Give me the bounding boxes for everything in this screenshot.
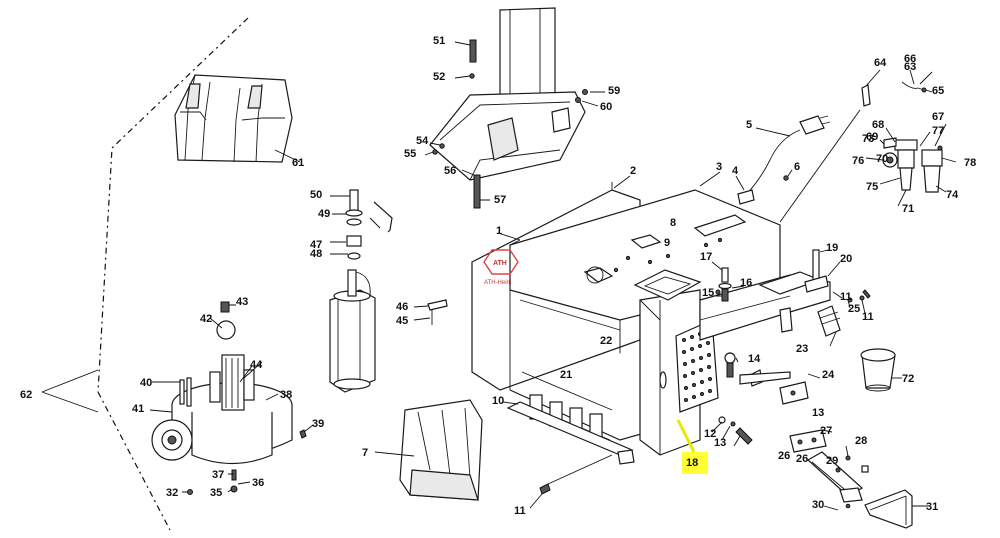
callout-label: 65: [932, 85, 944, 97]
callout-label: 48: [310, 248, 322, 260]
callout-label: 32: [166, 487, 178, 499]
side-panel-assembly: [617, 269, 719, 465]
callout-label: 75: [866, 181, 878, 193]
callout-label: 57: [494, 194, 506, 206]
callout-label: 26: [796, 453, 808, 465]
callout-label: 12: [704, 428, 716, 440]
right-frame-assembly: [699, 249, 871, 447]
callout-label: 22: [600, 335, 612, 347]
callout-label: 40: [140, 377, 152, 389]
callout-label: 64: [874, 57, 887, 69]
callout-label: 72: [902, 373, 914, 385]
callout-label: 50: [310, 189, 322, 201]
callout-label: 24: [822, 369, 835, 381]
filter-regulator-assembly: [779, 69, 957, 223]
bead-breaker-cylinder-assembly: [329, 189, 448, 393]
callout-label: 11: [840, 291, 852, 303]
callout-label: 9: [664, 237, 670, 249]
callout-label: 13: [812, 407, 824, 419]
callout-label: 13: [714, 437, 726, 449]
callout-label: 49: [318, 208, 330, 220]
callout-label: 14: [748, 353, 761, 365]
callout-label: 38: [280, 389, 292, 401]
callout-label: 7: [362, 447, 368, 459]
callout-label: 78: [964, 157, 976, 169]
callout-label: 44: [250, 359, 263, 371]
callout-label: 5: [746, 119, 752, 131]
power-cable-assembly: [735, 115, 831, 205]
callout-label: 54: [416, 135, 429, 147]
callout-label: 4: [732, 165, 739, 177]
callout-label: 47: [310, 239, 322, 251]
assembly-boundary-lines: [41, 17, 249, 531]
callout-label: 55: [404, 148, 416, 160]
callout-label: 3: [716, 161, 722, 173]
callout-label: 19: [826, 242, 838, 254]
callout-label: 69: [866, 131, 878, 143]
callout-label: 67: [932, 111, 944, 123]
callout-label: 68: [872, 119, 884, 131]
callout-label: 26: [778, 450, 790, 462]
callout-label: 8: [670, 217, 676, 229]
callout-label: 51: [433, 35, 445, 47]
gearbox-assembly: [149, 301, 314, 495]
callout-label: 74: [946, 189, 959, 201]
callout-label: 27: [820, 425, 832, 437]
callout-label: 43: [236, 296, 248, 308]
jaw-cover-part: [374, 399, 483, 501]
callout-label: 42: [200, 313, 212, 325]
callout-label: 62: [20, 389, 32, 401]
callout-label: 71: [902, 203, 914, 215]
callout-label: 30: [812, 499, 824, 511]
callout-label: 39: [312, 418, 324, 430]
callout-label: 35: [210, 487, 222, 499]
callout-label: 70: [876, 153, 888, 165]
callout-label: 46: [396, 301, 408, 313]
callout-label: 15: [702, 287, 714, 299]
watermark-badge-text: ATH: [493, 260, 507, 267]
callout-label: 16: [740, 277, 752, 289]
callout-label: 25: [848, 303, 860, 315]
callout-label: 77: [932, 125, 944, 137]
callout-label: 29: [826, 455, 838, 467]
pedal-cover-part: [174, 74, 301, 163]
callout-label: 73: [862, 133, 874, 145]
lubricant-bucket-part: [860, 348, 902, 392]
callout-label: 21: [560, 369, 572, 381]
callout-label: 60: [600, 101, 612, 113]
bolt-part-11: [529, 454, 613, 509]
vent-grille: [682, 329, 712, 402]
watermark-text: ATH-Heinl: [484, 280, 511, 286]
callout-label: 17: [700, 251, 712, 263]
callout-label: 56: [444, 165, 456, 177]
callout-label: 76: [852, 155, 864, 167]
callout-label: 59: [608, 85, 620, 97]
callout-label: 18: [686, 457, 698, 469]
callout-label: 41: [132, 403, 144, 415]
callout-label: 66: [904, 53, 916, 65]
column-mount-assembly: [424, 7, 605, 209]
callout-label: 20: [840, 253, 852, 265]
callout-label: 37: [212, 469, 224, 481]
callout-label: 63: [904, 61, 916, 73]
callout-label: 11: [514, 505, 526, 517]
watermark-logo: ATH ATH-Heinl: [483, 249, 519, 286]
callout-label: 36: [252, 477, 264, 489]
callout-label: 45: [396, 315, 408, 327]
callout-label: 1: [496, 225, 502, 237]
callout-label: 52: [433, 71, 445, 83]
callout-label: 6: [794, 161, 800, 173]
callout-label: 23: [796, 343, 808, 355]
callout-label: 10: [492, 395, 504, 407]
callout-label: 11: [862, 311, 874, 323]
callout-label: 61: [292, 157, 304, 169]
callout-label: 31: [926, 501, 938, 513]
lower-bracket-assembly: [789, 429, 928, 529]
callout-label: 2: [630, 165, 636, 177]
callout-label: 28: [855, 435, 867, 447]
highlight-callout-19: [676, 419, 708, 474]
